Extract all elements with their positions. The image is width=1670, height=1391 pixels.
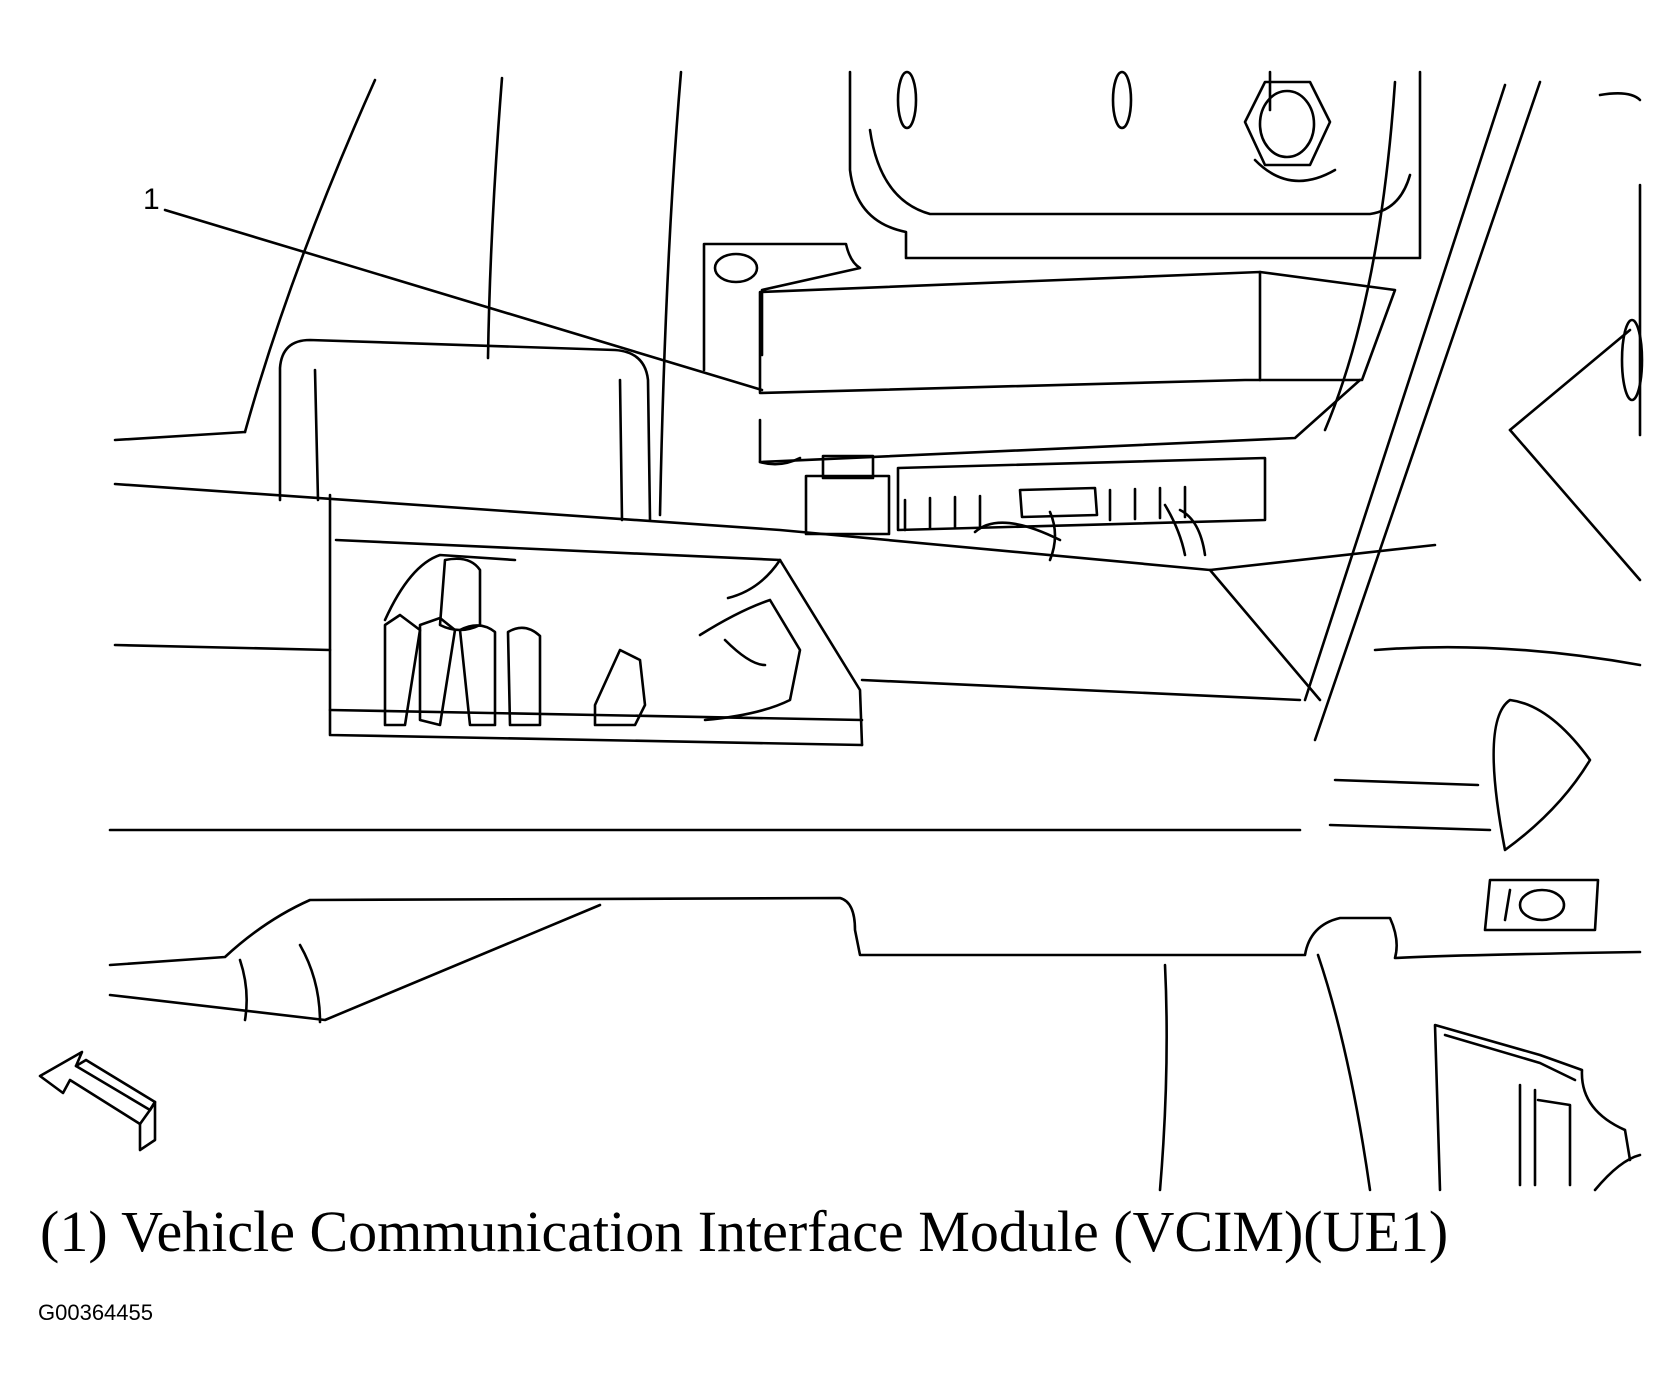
figure-id: G00364455 [38, 1300, 153, 1325]
dash-cover [278, 338, 652, 522]
instrument-panel [108, 482, 1437, 832]
bracket-bolt [1243, 80, 1337, 183]
figure-caption: (1) Vehicle Communication Interface Modu… [40, 1199, 1449, 1264]
dash-frame-upper [113, 70, 683, 517]
forward-direction-arrow-icon [38, 1050, 157, 1152]
mounting-bracket [848, 70, 1422, 260]
right-bracket-details [1328, 698, 1600, 932]
callout-leader-line [163, 208, 764, 392]
vcim-connectors [804, 454, 1267, 562]
lower-right-duct [1433, 1023, 1642, 1192]
cross-car-beam [1303, 80, 1644, 742]
clip-details [383, 553, 802, 727]
lower-trim [108, 896, 1642, 1192]
bracket-ear [702, 242, 862, 372]
callout-number-1: 1 [143, 183, 160, 216]
vcim-module [758, 270, 1397, 466]
